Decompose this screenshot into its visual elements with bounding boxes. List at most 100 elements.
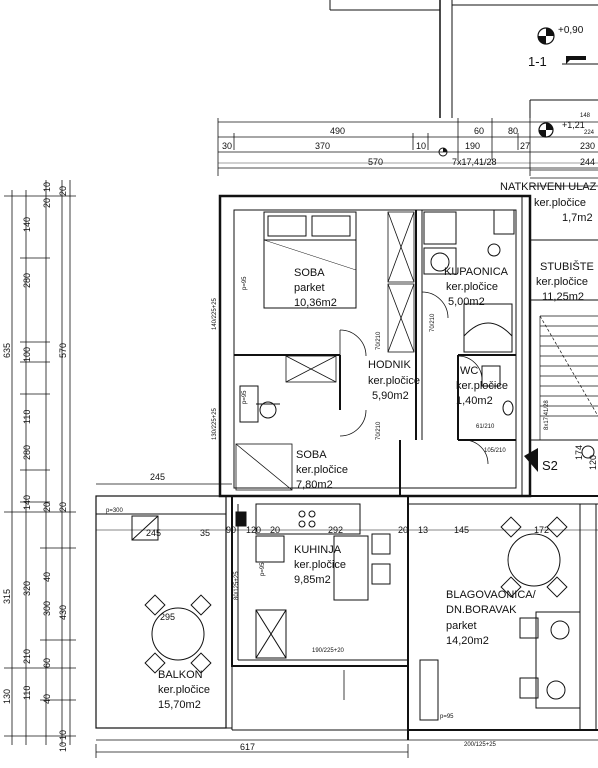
level-121: +1,21 <box>562 120 585 130</box>
door-tags: 140/225+25 130/225+25 70/210 70/210 70/2… <box>106 276 550 748</box>
dim-20-kk: 20 <box>270 525 280 535</box>
level-marker-top: +0,90 <box>537 25 584 45</box>
dim-140b: 140 <box>22 495 32 510</box>
room-stubiste-area: 11,25m2 <box>542 291 584 303</box>
room-soba2-floor: ker.pločice <box>296 464 348 476</box>
balcony-table-set <box>131 515 212 674</box>
dim-635: 635 <box>2 343 12 358</box>
top-dimension-labels: 490 60 80 230 30 370 10 190 27 570 7x17,… <box>222 113 595 167</box>
room-blag-name2: DN.BORAVAK <box>446 604 517 616</box>
tag-130-225: 130/225+25 <box>212 407 218 440</box>
room-wc-area: 1,40m2 <box>456 395 493 407</box>
bathroom-fixtures <box>423 209 515 416</box>
dim-27: 27 <box>520 141 530 151</box>
dim-490: 490 <box>330 126 345 136</box>
dim-10b: 10 <box>58 742 68 752</box>
room-balkon-floor: ker.pločice <box>158 684 210 696</box>
top-structure <box>329 0 598 118</box>
room-stubiste-floor: ker.pločice <box>536 276 588 288</box>
wardrobes <box>235 211 415 491</box>
left-dimension-labels: 635 315 130 140 280 100 110 280 140 320 … <box>2 182 68 752</box>
dim-80: 80 <box>508 126 518 136</box>
living-furniture <box>419 611 581 721</box>
dim-35: 35 <box>200 528 210 538</box>
room-stubiste: STUBIŠTE ker.pločice 11,25m2 <box>536 260 594 303</box>
dim-320: 320 <box>22 581 32 596</box>
dim-10a: 10 <box>58 730 68 740</box>
room-stubiste-name: STUBIŠTE <box>540 260 594 273</box>
dim-244: 244 <box>580 157 595 167</box>
dim-570: 570 <box>368 157 383 167</box>
dim-172: 172 <box>534 525 549 535</box>
dim-110a: 110 <box>22 410 32 424</box>
inner-dimensions: 245 245 295 292 20 13 145 172 20 120 90 … <box>96 445 598 622</box>
dim-20-k: 20 <box>398 525 408 535</box>
room-wc: WC ker.pločice 1,40m2 <box>456 365 508 407</box>
kitchen-units <box>235 503 391 659</box>
room-soba1-floor: parket <box>294 282 325 294</box>
room-balkon-area: 15,70m2 <box>158 699 201 711</box>
dim-210: 210 <box>22 649 32 664</box>
room-ulaz-name: NATKRIVENI ULAZ <box>500 181 597 193</box>
dim-40: 40 <box>42 572 52 582</box>
room-kuhinja-name: KUHINJA <box>294 544 342 556</box>
room-kupaonica-area: 5,00m2 <box>448 296 485 308</box>
dim-stair-top: 7x17,41/28 <box>452 157 497 167</box>
desk-chair <box>239 385 280 423</box>
dim-292: 292 <box>328 525 343 535</box>
dim-60: 60 <box>474 126 484 136</box>
dim-174: 174 <box>574 445 584 460</box>
dim-120: 120 <box>246 525 261 535</box>
tag-70-210a: 70/210 <box>376 331 382 350</box>
dim-20b: 20 <box>58 502 68 512</box>
room-kuhinja-area: 9,85m2 <box>294 574 331 586</box>
dim-315: 315 <box>2 589 12 604</box>
room-blag-area: 14,20m2 <box>446 635 489 647</box>
room-hodnik-name: HODNIK <box>368 359 411 371</box>
dim-617: 617 <box>240 742 255 752</box>
tag-p95d: p=95 <box>440 714 454 720</box>
room-ulaz-floor: ker.pločice <box>534 197 586 209</box>
room-soba-1: SOBA parket 10,36m2 <box>294 267 337 309</box>
dim-245-inner: 245 <box>146 528 161 538</box>
section-marker: 1-1 <box>528 54 598 69</box>
room-wc-name: WC <box>460 365 478 377</box>
tag-105-210: 105/210 <box>484 448 506 454</box>
room-soba-2: SOBA ker.pločice 7,80m2 <box>296 449 348 491</box>
dim-60v: 60 <box>42 658 52 668</box>
tag-190-225: 190/225+20 <box>312 648 345 654</box>
dim-230: 230 <box>580 141 595 151</box>
dim-40b: 40 <box>42 694 52 704</box>
dim-10: 10 <box>416 141 426 151</box>
stair-mark-s2: S2 <box>542 458 558 473</box>
room-kuhinja: KUHINJA ker.pločice 9,85m2 <box>294 544 346 586</box>
top-dim-markers <box>438 147 448 157</box>
dim-148: 148 <box>580 113 591 119</box>
dim-224: 224 <box>584 130 595 136</box>
room-kuhinja-floor: ker.pločice <box>294 559 346 571</box>
tag-70-210c: 70/210 <box>430 313 436 332</box>
room-balkon-name: BALKON <box>158 669 203 681</box>
tag-p95a: p=95 <box>242 276 248 290</box>
room-ulaz: NATKRIVENI ULAZ ker.pločice 1,7m2 <box>500 181 597 224</box>
tag-stairs: 8x17,41/28 <box>544 400 550 430</box>
dim-20c: 20 <box>42 198 52 208</box>
stair-marker: S2 <box>524 445 595 473</box>
dim-295: 295 <box>160 612 175 622</box>
room-soba1-area: 10,36m2 <box>294 297 337 309</box>
room-wc-floor: ker.pločice <box>456 380 508 392</box>
door-swings <box>339 291 489 700</box>
tag-200-125: 200/125+25 <box>464 742 497 748</box>
dim-130: 130 <box>2 689 12 704</box>
dim-100: 100 <box>22 347 32 362</box>
level-090: +0,90 <box>558 25 584 36</box>
double-bed <box>263 211 357 309</box>
room-soba1-name: SOBA <box>294 267 325 279</box>
room-kupaonica-floor: ker.pločice <box>446 281 498 293</box>
dim-30: 30 <box>222 141 232 151</box>
room-blagovaonica: BLAGOVAONICA/ DN.BORAVAK parket 14,20m2 <box>446 589 537 647</box>
bottom-dimensions: 617 <box>95 742 409 758</box>
room-blag-name1: BLAGOVAONICA/ <box>446 589 537 601</box>
left-dimension-chains <box>4 180 76 745</box>
